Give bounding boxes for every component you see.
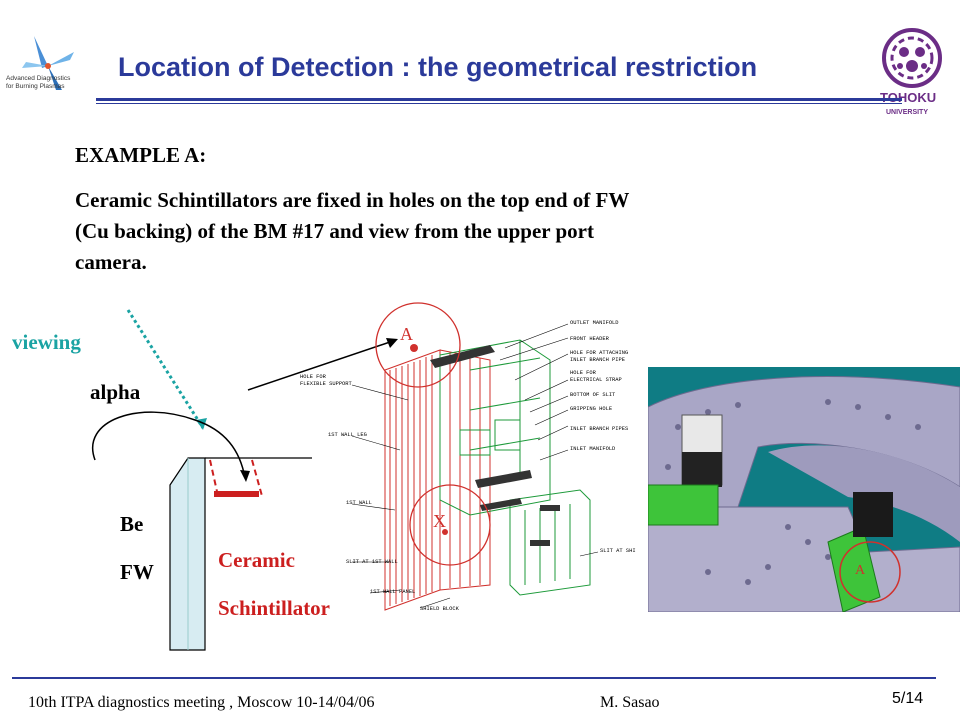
marker-x-dot: [442, 529, 448, 535]
callout-electrical-strap: ELECTRICAL STRAP: [570, 377, 622, 383]
ceramic-label: Ceramic: [218, 548, 295, 572]
title-divider-thin: [96, 103, 902, 104]
dark-module: [682, 452, 722, 487]
callout-leaders: [351, 323, 599, 609]
callout-outlet-manifold: OUTLET MANIFOLD: [570, 320, 619, 326]
scintillator: [214, 491, 259, 497]
manifolds: [430, 345, 560, 546]
callout-flexible-support: FLEXIBLE SUPPORT: [300, 381, 353, 387]
blanket-3d-render: A: [648, 367, 960, 612]
footer-author: M. Sasao: [600, 694, 660, 711]
hole-wall-left: [209, 459, 219, 497]
fw-label: FW: [120, 560, 154, 584]
adbp-logo-graphic: Advanced Diagnostics for Burning Plasmas: [6, 36, 74, 90]
viewing-label: viewing: [12, 330, 81, 354]
callout-front-header: FRONT HEADER: [570, 336, 610, 342]
footer-divider: [12, 677, 936, 679]
shield-block: [439, 339, 591, 596]
example-heading: EXAMPLE A:: [75, 143, 207, 167]
upper-blanket-ring: [648, 376, 960, 508]
callout-slit-at-1st-wall: SLIT AT 1ST WALL: [346, 559, 398, 565]
blanket-module-drawing: A X OUTLET MANIFOLD FRONT HEADER HOLE FO…: [300, 302, 636, 612]
alpha-label: alpha: [90, 380, 141, 404]
lower-blanket-ring: [648, 506, 960, 612]
callout-hole-for: HOLE FOR: [570, 370, 597, 376]
marker-x-label: X: [433, 511, 446, 531]
svg-text:for Burning Plasmas: for Burning Plasmas: [6, 83, 65, 90]
render-marker-circle: [839, 541, 901, 603]
render-marker-label: A: [855, 563, 866, 578]
callout-inlet-branch-pipes: INLET BRANCH PIPES: [570, 426, 628, 432]
alpha-trajectory: [92, 411, 246, 479]
marker-a-dot: [410, 344, 418, 352]
callout-1st-wall: 1ST WALL: [346, 500, 372, 506]
example-description: Ceramic Schintillators are fixed in hole…: [75, 188, 629, 274]
green-module-highlight: [827, 526, 881, 612]
marker-x-circle: [409, 484, 491, 566]
pointer-arrow: [247, 338, 398, 391]
first-wall-panels: [384, 349, 491, 611]
callout-hole-for-support: HOLE FOR: [300, 374, 327, 380]
callout-labels: OUTLET MANIFOLD FRONT HEADER HOLE FOR AT…: [300, 320, 636, 612]
callout-shield-block: SHIELD BLOCK: [420, 606, 460, 612]
dark-module-right: [853, 492, 893, 537]
fw-sketch: [92, 309, 312, 651]
page-title: Location of Detection : the geometrical …: [118, 52, 758, 82]
schintillator-label: Schintillator: [218, 596, 331, 620]
callout-gripping-hole: GRIPPING HOLE: [570, 406, 612, 412]
tohoku-logo: TOHOKU UNIVERSITY: [872, 24, 956, 124]
svg-text:UNIVERSITY: UNIVERSITY: [886, 109, 928, 116]
hole-wall-right: [251, 459, 263, 497]
callout-hole-attaching: HOLE FOR ATTACHING: [570, 350, 628, 356]
title-divider: [96, 98, 902, 101]
svg-text:TOHOKU: TOHOKU: [880, 90, 936, 105]
green-modules-left: [648, 484, 719, 526]
callout-1st-wall-panel: 1ST WALL PANEL: [370, 589, 415, 595]
callout-inlet-manifold: INLET MANIFOLD: [570, 446, 615, 452]
marker-a-label: A: [400, 324, 413, 344]
callout-slit-at-shi: SLIT AT SHI: [600, 548, 636, 554]
viewing-arrow: [126, 309, 205, 429]
marker-a-circle: [375, 302, 461, 388]
alpha-arrowhead: [240, 470, 250, 482]
callout-inlet-branch-pipe: INLET BRANCH PIPE: [570, 357, 625, 363]
adbp-logo: Advanced Diagnostics for Burning Plasmas: [4, 30, 94, 100]
be-label: Be: [120, 512, 144, 536]
svg-text:Advanced Diagnostics: Advanced Diagnostics: [6, 75, 71, 82]
tohoku-emblem: TOHOKU UNIVERSITY: [880, 28, 942, 116]
callout-bottom-of-slit: BOTTOM OF SLIT: [570, 392, 616, 398]
footer-meeting: 10th ITPA diagnostics meeting , Moscow 1…: [28, 694, 375, 711]
page-number: 5/14: [892, 690, 924, 707]
callout-1st-wall-leg: 1ST WALL LEG: [328, 432, 367, 438]
